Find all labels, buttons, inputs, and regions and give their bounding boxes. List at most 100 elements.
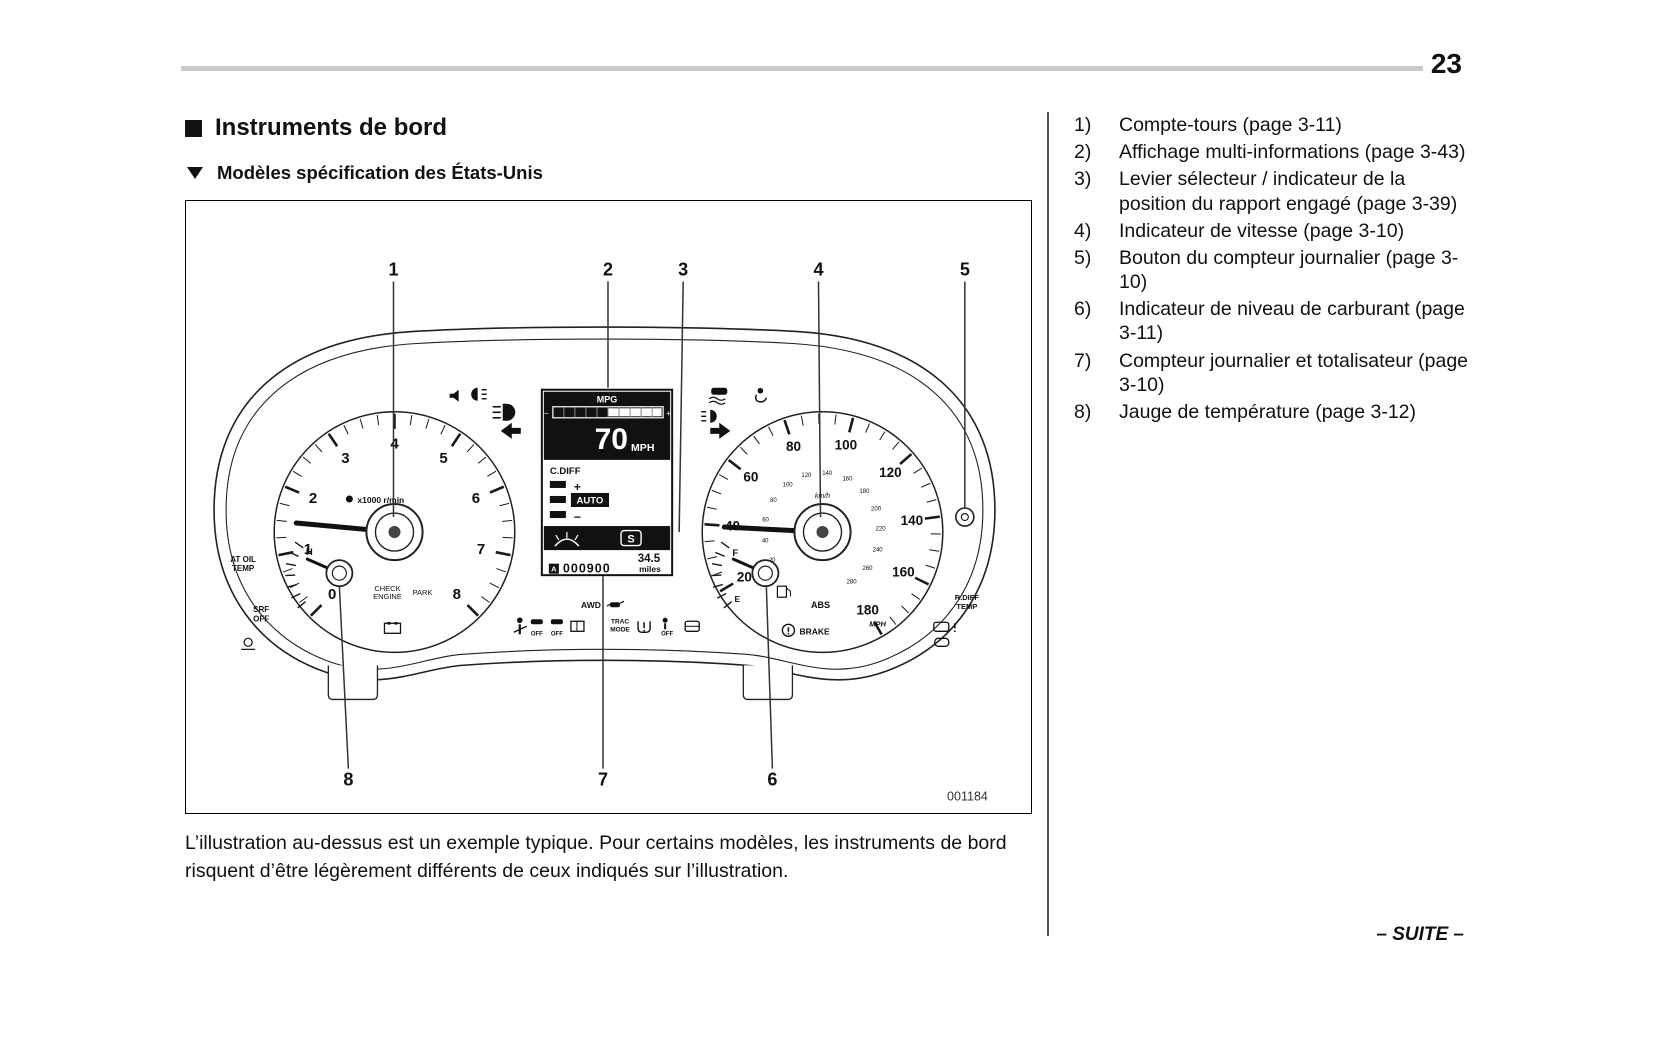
mph-unit-label: MPH — [869, 619, 886, 628]
legend-num: 1) — [1074, 114, 1092, 136]
legend-item-1: 1) Compte-tours (page 3-11) — [1074, 113, 1470, 137]
callout-5: 5 — [960, 259, 970, 279]
auto-label: AUTO — [577, 495, 604, 506]
gauge-tick — [314, 444, 323, 453]
gauge-number: 180 — [856, 603, 879, 618]
legend-num: 7) — [1074, 349, 1092, 372]
page-number: 23 — [1430, 48, 1462, 79]
legend-item-7: 7) Compteur journalier et totalisateur (p… — [1074, 349, 1470, 397]
gauge-tick — [929, 549, 940, 552]
gauge-tick — [901, 605, 910, 614]
cdiff-plus: + — [574, 480, 581, 494]
gauge-number: 4 — [390, 435, 399, 452]
display-speed-value: 70 — [595, 423, 628, 456]
callout-1: 1 — [388, 259, 398, 279]
gauge-tick — [466, 444, 475, 453]
gauge-tick — [276, 519, 287, 522]
callout-7: 7 — [598, 770, 608, 790]
section-title-text: Instruments de bord — [215, 114, 448, 141]
gauge-tick — [926, 499, 937, 503]
legend-label: Levier sélecteur / indicateur de la posi… — [1119, 168, 1458, 215]
odometer-value: 000900 — [563, 562, 611, 576]
figure-caption: L’illustration au-dessus est un exemple … — [185, 832, 1007, 882]
gauge-tick — [920, 482, 931, 488]
gauge-tick — [753, 435, 760, 445]
gauge-tick — [834, 414, 837, 425]
legend-label: Jauge de température (page 3-12) — [1119, 400, 1417, 423]
gauge-tick — [924, 515, 940, 520]
gauge-tick — [711, 489, 722, 495]
brake-label: BRAKE — [799, 626, 830, 636]
gauge-tick — [284, 485, 300, 494]
cdiff-minus: − — [574, 510, 581, 524]
gauge-number: 200 — [871, 506, 882, 512]
legend-label: Indicateur de vitesse (page 3-10) — [1119, 219, 1405, 242]
awd-label: AWD — [581, 600, 601, 610]
gauge-tick — [718, 474, 729, 480]
gauge-number: 100 — [835, 437, 858, 452]
legend-label: Compte-tours (page 3-11) — [1119, 114, 1342, 136]
hill-hold-icon — [684, 620, 700, 632]
gauge-tick — [302, 456, 312, 464]
temperature-gauge: H — [285, 541, 354, 609]
vdc-off-label: OFF — [531, 631, 543, 637]
gauge-tick — [889, 616, 897, 625]
gauge-number: 100 — [783, 483, 794, 489]
gauge-number: 120 — [879, 465, 902, 480]
gauge-tick — [925, 564, 936, 569]
gauge-tick — [279, 502, 290, 507]
gauge-tick — [359, 418, 364, 429]
gauge-tick — [481, 596, 490, 603]
gauge-tick — [466, 604, 480, 617]
gauge-tick — [292, 470, 302, 477]
gauge-tick — [409, 415, 413, 426]
legend-num: 2) — [1074, 141, 1092, 164]
door-open-icon — [570, 620, 585, 632]
gauge-tick — [294, 541, 304, 549]
column-divider — [1047, 112, 1049, 936]
gauge-number: 20 — [737, 570, 752, 585]
temp-h-label: H — [306, 547, 313, 558]
taillight-icon — [934, 637, 950, 647]
trip-a-label: A — [551, 565, 557, 574]
legend-label: Compteur journalier et totalisateur (pag… — [1119, 349, 1469, 396]
gauge-tick — [879, 431, 886, 441]
mount-tab-right — [742, 665, 794, 701]
fuel-e-label: E — [734, 594, 740, 604]
triangle-icon — [187, 167, 203, 179]
srf-label: SRF — [253, 605, 269, 614]
gauge-number: 20 — [769, 558, 776, 564]
gauge-tick — [783, 419, 791, 435]
fuel-f-label: F — [732, 548, 738, 559]
gauge-number: 160 — [842, 477, 853, 483]
mpg-bar-minus: − — [544, 409, 549, 418]
gauge-tick — [800, 415, 804, 426]
gauge-tick — [297, 600, 307, 609]
trac-label: TRAC — [611, 618, 629, 625]
gauge-number: 2 — [309, 490, 317, 507]
mpg-bar-plus: + — [666, 409, 671, 418]
gauge-tick — [499, 502, 510, 507]
gauge-tick — [285, 563, 297, 567]
brake-warning-icon — [781, 623, 796, 638]
gear-position-indicator: S — [620, 529, 642, 547]
airbag-off-label: OFF — [661, 631, 673, 637]
mode-label: MODE — [610, 626, 630, 633]
callout-4: 4 — [813, 259, 823, 279]
gauge-number: 120 — [801, 473, 812, 479]
battery-icon — [383, 621, 402, 634]
gauge-tick — [727, 459, 742, 471]
gauge-number: 280 — [847, 579, 858, 585]
left-warning-labels: AT OIL TEMP SRF OFF — [230, 555, 269, 623]
gauge-tick — [489, 485, 505, 494]
gauge-number: 1 — [304, 541, 312, 558]
multi-info-display: MPG − + 70 MPH C.DIFF — [540, 388, 674, 577]
gauge-tick — [848, 417, 855, 433]
header-rule — [181, 66, 1423, 71]
gauge-tick — [487, 470, 497, 477]
legend-item-3: 3)Levier sélecteur / indicateur de la po… — [1074, 167, 1470, 215]
gauge-tick — [719, 582, 734, 593]
gauge-tick — [299, 596, 308, 603]
